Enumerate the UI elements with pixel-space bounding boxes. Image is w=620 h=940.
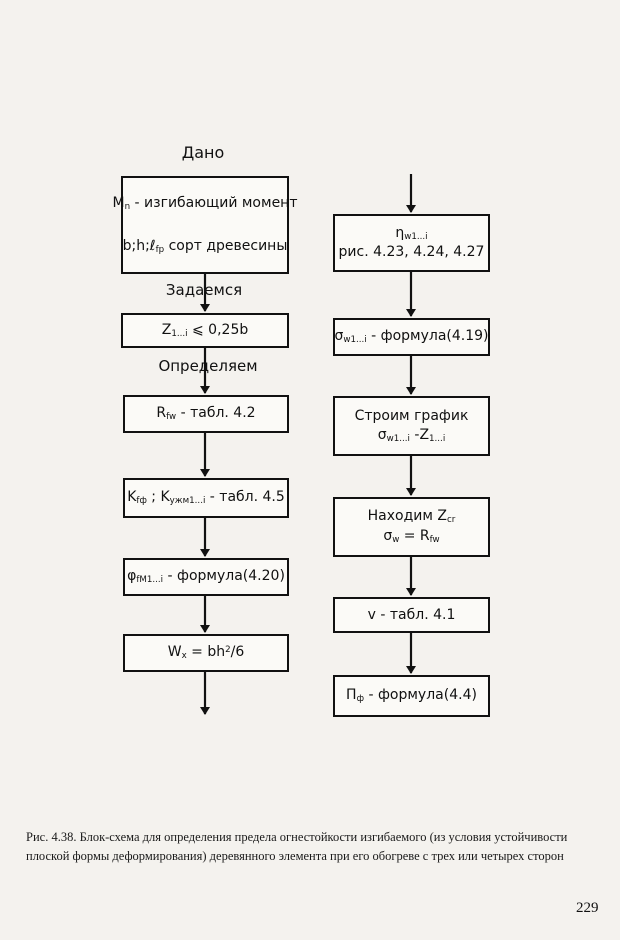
box-eta: ηw1...i рис. 4.23, 4.24, 4.27: [333, 214, 490, 272]
box-given: Mn - изгибающий момент b;h;ℓfp сорт древ…: [113, 176, 298, 274]
box-pi: Пф - формула(4.4): [333, 675, 490, 717]
page-number: 229: [576, 900, 599, 916]
given-moment-line: Mn - изгибающий момент: [112, 194, 298, 212]
box-r: Rfw - табл. 4.2: [123, 395, 289, 433]
given-params-line: b;h;ℓfp сорт древесины: [122, 237, 288, 255]
label-determine: Определяем: [158, 357, 258, 375]
box-graph: Строим график σw1...i -Z1...i: [333, 396, 490, 456]
box-z: Z1...i ⩽ 0,25b: [121, 313, 289, 348]
label-given: Дано: [181, 143, 225, 162]
box-w: Wx = bh2/6: [123, 634, 289, 672]
box-sigma: σw1...i - формула(4.19): [333, 318, 490, 356]
box-v: v - табл. 4.1: [333, 597, 490, 633]
box-find: Находим Zcr σw = Rfw: [333, 497, 490, 557]
figure-caption: Рис. 4.38. Блок-схема для определения пр…: [26, 830, 568, 863]
label-assume: Задаемся: [165, 281, 243, 299]
box-phi: φfM1...i - формула(4.20): [123, 558, 289, 596]
box-k: Kfф ; Kужм1...i - табл. 4.5: [123, 478, 289, 518]
